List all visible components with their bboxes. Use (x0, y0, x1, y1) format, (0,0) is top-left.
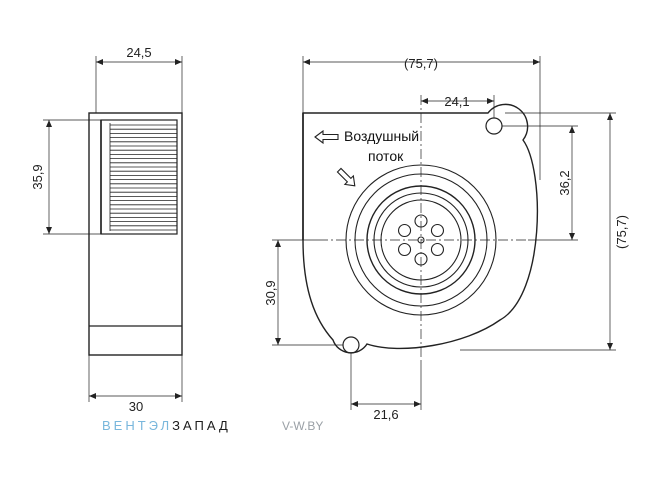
dim-side-depth: 30 (129, 399, 143, 414)
side-dimension-lines (43, 56, 183, 402)
dim-side-height: 35,9 (30, 164, 45, 189)
side-impeller-frame (100, 119, 178, 235)
front-arrowheads (275, 59, 613, 407)
dim-hole-bottom-offset: 21,6 (373, 407, 398, 422)
dim-hole-top-offset: 24,1 (444, 94, 469, 109)
side-arrowheads (46, 59, 182, 399)
mounting-hole-bottom (342, 336, 360, 354)
center-lines (318, 95, 528, 362)
hub-hole (397, 223, 412, 238)
brand-part2: ЗАПАД (172, 418, 231, 433)
brand-part1: ВЕНТЭЛ (102, 418, 173, 433)
airflow-arrow-diagonal-icon (336, 167, 356, 187)
hub-hole (430, 242, 445, 257)
front-view (272, 56, 616, 410)
brand-logo: ВЕНТЭЛЗАПАД (102, 418, 231, 433)
brand-site: V-W.BY (282, 419, 324, 433)
airflow-label-line2: поток (368, 148, 404, 164)
front-dimension-lines (272, 56, 616, 410)
dim-front-width: (75,7) (404, 56, 438, 71)
hub-hole (397, 242, 412, 257)
airflow-label-line1: Воздушный (344, 128, 419, 144)
dim-front-height: (75,7) (614, 215, 629, 249)
dim-hole-top-drop: 36,2 (557, 170, 572, 195)
airflow-arrow-left-icon (314, 129, 339, 145)
mounting-hole-top (485, 117, 503, 135)
impeller-fins (109, 123, 177, 231)
dim-side-width: 24,5 (126, 45, 151, 60)
front-housing-outline (302, 103, 539, 354)
hub-hole (430, 223, 445, 238)
dim-hole-bottom-rise: 30,9 (263, 280, 278, 305)
side-view (43, 56, 183, 402)
